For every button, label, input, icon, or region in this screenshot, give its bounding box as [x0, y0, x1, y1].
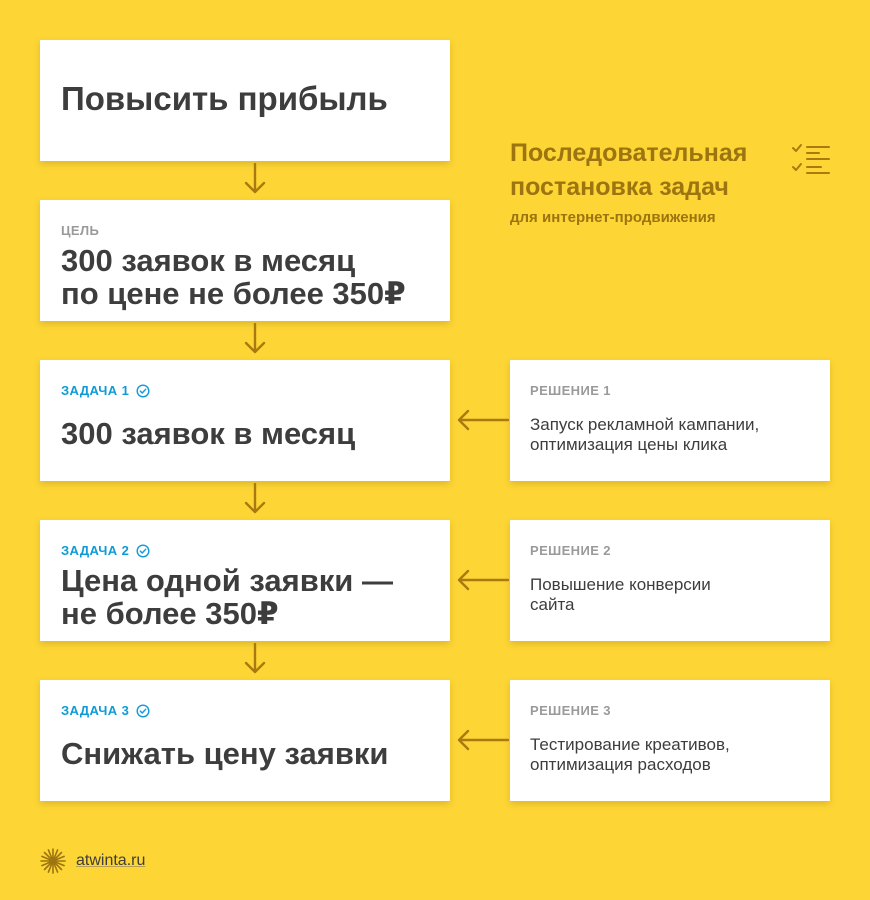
task-text-2-line2: не более 350₽ — [61, 596, 279, 631]
page-title: Последовательная постановка задач — [510, 136, 747, 204]
solution-card-3: РЕШЕНИЕ 3 Тестирование креативов, оптими… — [510, 680, 830, 801]
task-card-3: ЗАДАЧА 3 Снижать цену заявки — [40, 680, 450, 801]
check-circle-icon — [136, 543, 150, 558]
task-text-2-line1: Цена одной заявки — — [61, 563, 393, 598]
checklist-icon — [792, 144, 830, 174]
top-card-text: Повысить прибыль — [61, 80, 388, 117]
solution-label-2: РЕШЕНИЕ 2 — [530, 543, 611, 558]
solution-card-1: РЕШЕНИЕ 1 Запуск рекламной кампании, опт… — [510, 360, 830, 481]
task-label-2-text: ЗАДАЧА 2 — [61, 543, 130, 558]
solution-text-1-line1: Запуск рекламной кампании, — [530, 415, 760, 434]
solution-text-3-line1: Тестирование креативов, — [530, 735, 730, 754]
left-arrow-icon — [457, 729, 510, 751]
task-label-2: ЗАДАЧА 2 — [61, 543, 150, 558]
task-label-1: ЗАДАЧА 1 — [61, 383, 150, 398]
task-text-1: 300 заявок в месяц — [61, 416, 356, 451]
check-circle-icon — [136, 383, 150, 398]
sun-logo-icon — [40, 848, 66, 874]
task-label-1-text: ЗАДАЧА 1 — [61, 383, 130, 398]
page-subtitle: для интернет-продвижения — [510, 209, 716, 226]
solution-text-2-line2: сайта — [530, 595, 575, 614]
solution-text-3-line2: оптимизация расходов — [530, 755, 711, 774]
footer: atwinta.ru — [40, 848, 145, 874]
down-arrow-icon — [244, 323, 266, 354]
top-card: Повысить прибыль — [40, 40, 450, 161]
down-arrow-icon — [244, 163, 266, 194]
down-arrow-icon — [244, 483, 266, 514]
goal-line2: по цене не более 350₽ — [61, 276, 406, 311]
task-card-2: ЗАДАЧА 2 Цена одной заявки — не более 35… — [40, 520, 450, 641]
down-arrow-icon — [244, 643, 266, 674]
task-card-1: ЗАДАЧА 1 300 заявок в месяц — [40, 360, 450, 481]
task-label-3: ЗАДАЧА 3 — [61, 703, 150, 718]
page-title-line1: Последовательная — [510, 139, 748, 167]
left-arrow-icon — [457, 409, 510, 431]
goal-label: ЦЕЛЬ — [61, 223, 100, 238]
solution-text-1-line2: оптимизация цены клика — [530, 435, 728, 454]
task-text-3: Снижать цену заявки — [61, 736, 389, 771]
page-title-line2: постановка задач — [510, 173, 729, 201]
solution-label-1: РЕШЕНИЕ 1 — [530, 383, 611, 398]
solution-card-2: РЕШЕНИЕ 2 Повышение конверсии сайта — [510, 520, 830, 641]
left-arrow-icon — [457, 569, 510, 591]
check-circle-icon — [136, 703, 150, 718]
goal-card: ЦЕЛЬ 300 заявок в месяц по цене не более… — [40, 200, 450, 321]
solution-label-3: РЕШЕНИЕ 3 — [530, 703, 611, 718]
solution-text-2-line1: Повышение конверсии — [530, 575, 711, 594]
goal-line1: 300 заявок в месяц — [61, 243, 356, 278]
task-label-3-text: ЗАДАЧА 3 — [61, 703, 130, 718]
site-link[interactable]: atwinta.ru — [76, 852, 146, 869]
